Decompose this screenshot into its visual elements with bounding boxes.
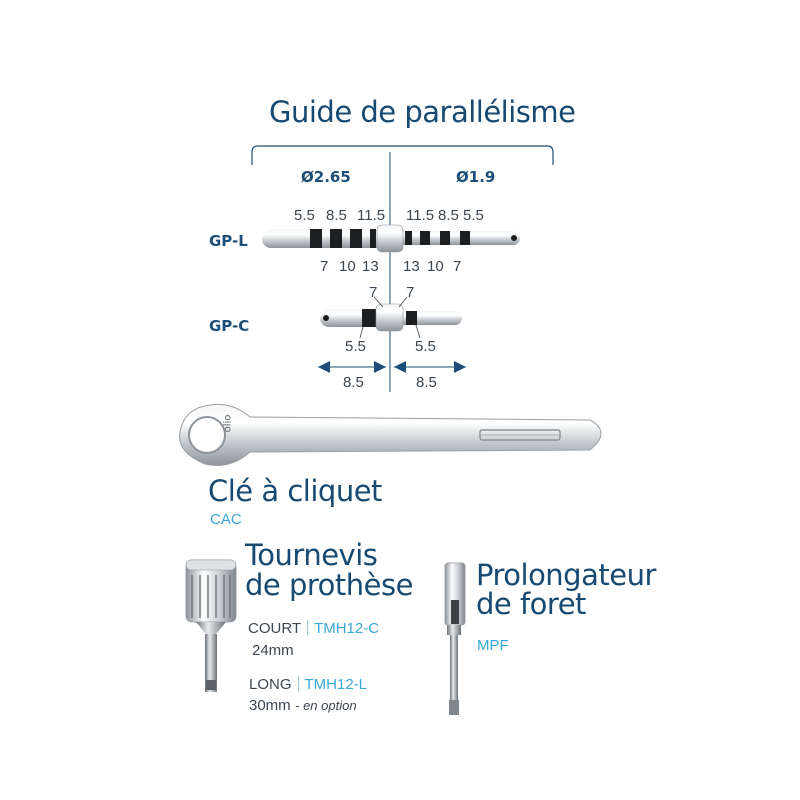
screwdriver-title-line1: Tournevis — [245, 538, 378, 572]
short-code: TMH12-C — [314, 620, 380, 637]
gp-c-instrument — [320, 303, 462, 332]
long-length: 30mm — [249, 697, 291, 714]
long-code: TMH12-L — [304, 676, 368, 693]
diameter-left-label: Ø2.65 — [301, 168, 351, 186]
gp-l-mark: 13 — [403, 258, 420, 275]
gp-c-mark: 5.5 — [415, 338, 436, 355]
long-variant-row: LONG TMH12-L — [249, 676, 367, 694]
ratchet-title: Clé à cliquet — [208, 474, 382, 508]
gp-l-mark: 11.5 — [357, 207, 386, 224]
long-length-row: 30mm - en option — [249, 697, 357, 715]
short-length: 24mm — [252, 642, 294, 659]
diameter-right-label: Ø1.9 — [456, 168, 496, 186]
extension-title-line2: de foret — [476, 587, 586, 621]
gp-l-mark: 7 — [320, 258, 329, 275]
ratchet-code: CAC — [210, 511, 242, 528]
gp-c-mark: 7 — [369, 284, 378, 301]
gp-l-mark: 5.5 — [463, 207, 484, 224]
gp-l-instrument — [262, 224, 520, 253]
gp-l-mark: 8.5 — [326, 207, 347, 224]
screwdriver-illustration — [185, 559, 237, 692]
gp-l-label: GP-L — [209, 232, 248, 250]
screwdriver-title-line2: de prothèse — [245, 568, 413, 602]
guide-title: Guide de parallélisme — [269, 95, 576, 129]
title-bracket — [251, 145, 554, 165]
gp-c-mark: 5.5 — [345, 338, 366, 355]
separator — [297, 676, 299, 691]
dimension-left-label: 8.5 — [343, 374, 364, 391]
gp-l-mark: 10 — [427, 258, 444, 275]
gp-l-mark: 7 — [453, 258, 462, 275]
gp-l-mark: 10 — [339, 258, 356, 275]
ratchet-engraving: olio — [222, 414, 234, 433]
gp-l-mark: 13 — [362, 258, 379, 275]
dimension-arrows — [318, 361, 466, 373]
ratchet-wrench — [179, 403, 602, 466]
gp-l-mark: 11.5 — [406, 207, 435, 224]
extension-title-line1: Prolongateur — [476, 558, 656, 592]
gp-l-mark: 8.5 — [438, 207, 459, 224]
drill-extension-illustration — [444, 562, 466, 715]
long-label: LONG — [249, 676, 292, 693]
dimension-right-label: 8.5 — [416, 374, 437, 391]
separator — [307, 620, 309, 635]
gp-c-mark: 7 — [406, 284, 415, 301]
extension-code: MPF — [477, 637, 509, 654]
gp-c-label: GP-C — [209, 317, 250, 335]
gp-l-mark: 5.5 — [294, 207, 315, 224]
short-label: COURT — [248, 620, 302, 637]
long-note: - en option — [295, 698, 357, 713]
short-variant-row: COURT TMH12-C — [248, 620, 379, 638]
